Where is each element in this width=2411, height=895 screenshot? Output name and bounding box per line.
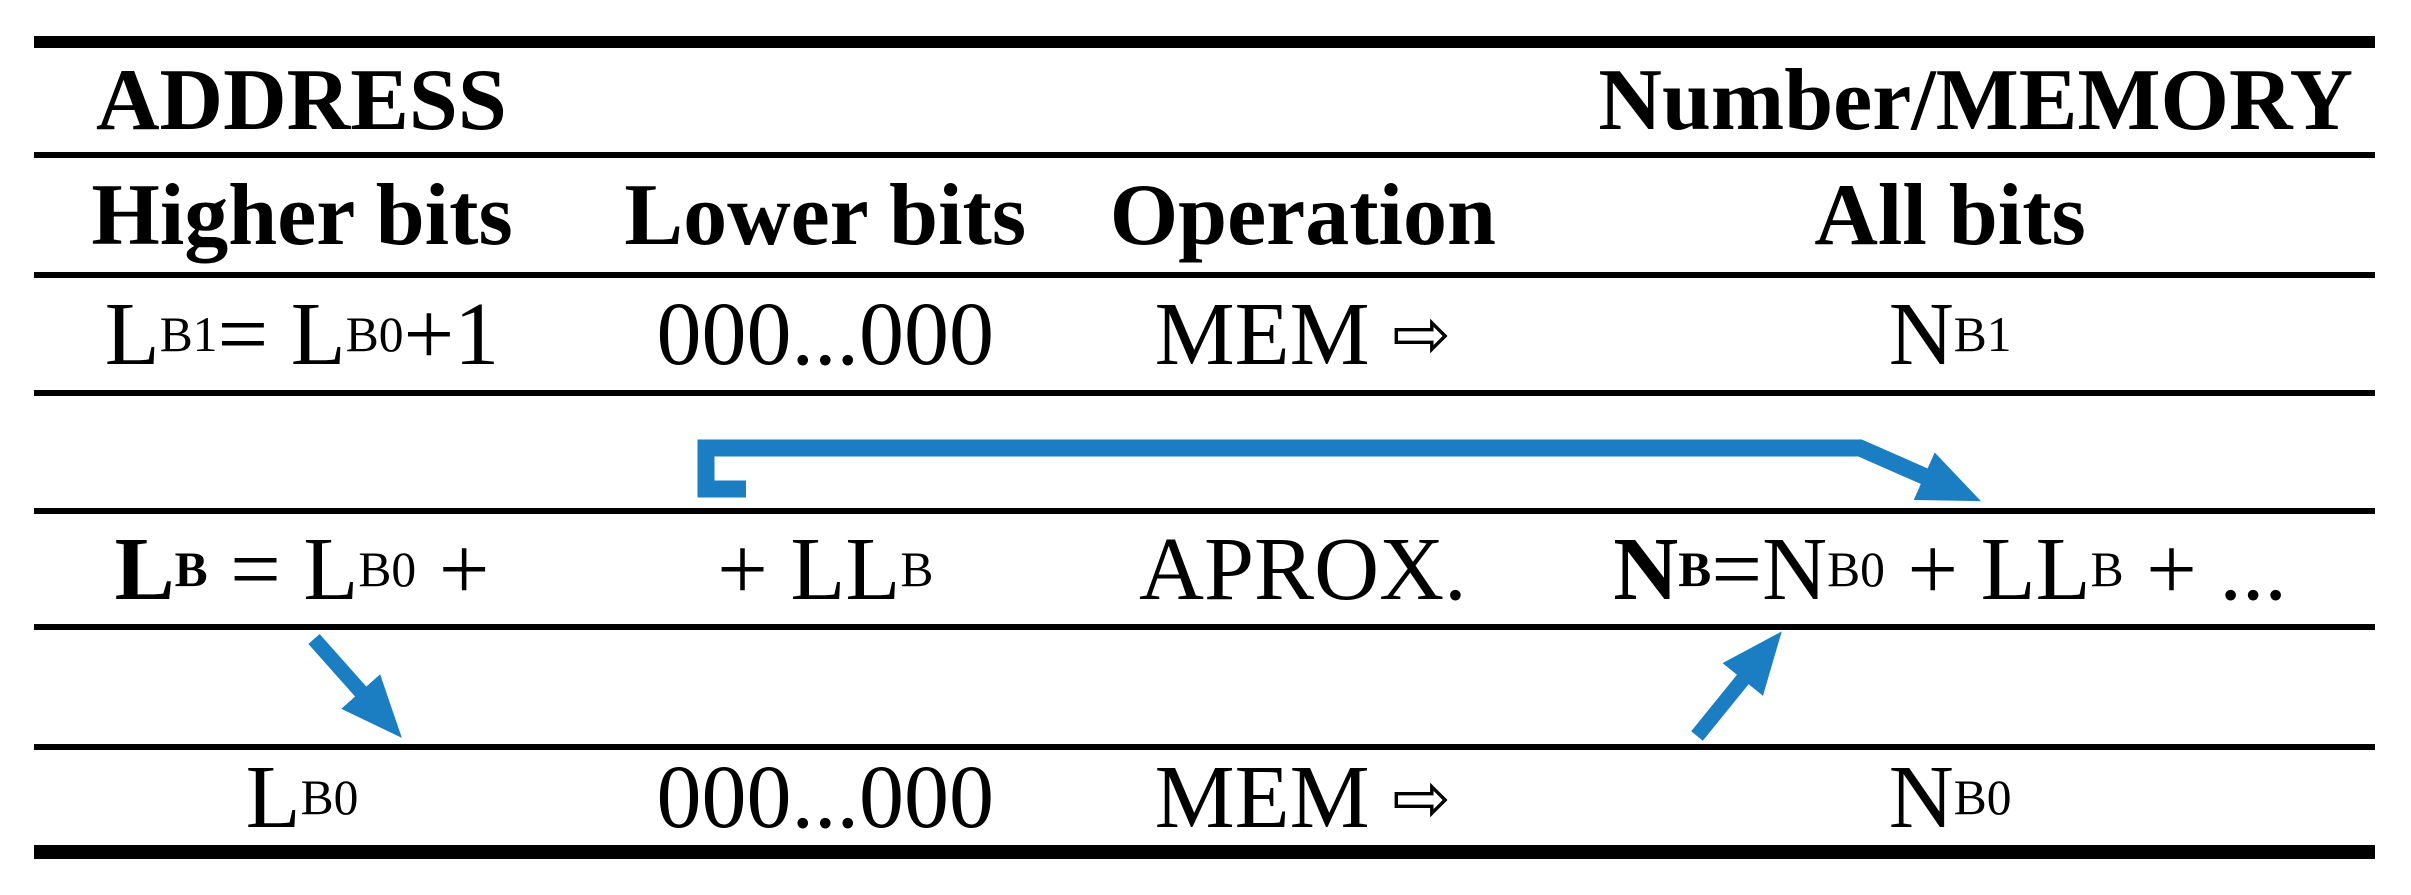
row-separator-5 [34,624,2375,630]
cell-text-segment: B0 [300,770,359,825]
row-separator-4 [34,508,2375,514]
cell-text-segment: APROX. [1139,519,1467,619]
row-separator-1 [34,152,2375,158]
column-header-row: Higher bits Lower bits Operation All bit… [34,158,2375,272]
cell-text-segment: B1 [159,306,218,362]
cell-text-segment: N [1613,519,1679,619]
cell-text-segment: + LL [717,519,901,619]
row-separator-2 [34,272,2375,278]
table-border-bottom [34,845,2375,859]
group-header-address: ADDRESS [96,51,507,149]
cell-text-segment: N [1888,284,1954,384]
cell-text-segment: L [104,284,160,384]
cell-lower-bits-b1: 000...000 [570,283,1080,386]
cell-text-segment: B0 [1827,541,1885,597]
column-header-all-bits: All bits [1814,166,2086,264]
cell-text-segment: B [900,541,934,597]
cell-text-segment: =N [1711,519,1828,619]
cell-text-segment: B0 [345,306,404,362]
cell-lower-bits-b0: 000...000 [570,746,1080,849]
column-header-lower-bits: Lower bits [624,166,1027,264]
cell-text-segment: + LL [1884,519,2091,619]
group-header-number-memory: Number/MEMORY [1598,51,2353,149]
cell-text-segment: B [174,541,208,597]
cell-text-segment: ⇨ [1392,293,1451,375]
spacer-row-1 [34,396,2375,508]
cell-operation-b: APROX. [1080,518,1525,621]
cell-text-segment: + ... [2123,519,2287,619]
cell-text-segment: B [1678,541,1712,597]
cell-text-segment: N [1888,748,1954,847]
cell-text-segment: 000...000 [656,284,994,384]
row-separator-6 [34,744,2375,750]
column-header-operation: Operation [1109,166,1496,264]
cell-operation-b0: MEM ⇨ [1080,746,1525,849]
cell-text-segment: L [114,519,175,619]
cell-text-segment: = L [207,519,359,619]
cell-text-segment: MEM [1154,748,1393,847]
column-header-higher-bits: Higher bits [91,166,513,264]
cell-text-segment: B0 [358,541,417,597]
cell-text-segment: = L [217,284,346,384]
cell-text-segment: B [2090,541,2124,597]
cell-text-segment: B0 [1953,770,2012,825]
table: ADDRESS Number/MEMORY Higher bits Lower … [34,36,2375,859]
row-separator-3 [34,390,2375,396]
spacer-row-2 [34,630,2375,744]
table-border-top [34,36,2375,48]
cell-text-segment: ⇨ [1392,756,1451,839]
cell-operation-b1: MEM ⇨ [1080,283,1525,386]
cell-text-segment: L [245,748,301,847]
cell-text-segment: + [416,519,490,619]
group-header-row: ADDRESS Number/MEMORY [34,48,2375,152]
cell-text-segment: +1 [403,284,500,384]
cell-text-segment: 000...000 [656,748,994,847]
cell-text-segment: MEM [1154,284,1393,384]
cell-text-segment: B1 [1953,306,2012,362]
